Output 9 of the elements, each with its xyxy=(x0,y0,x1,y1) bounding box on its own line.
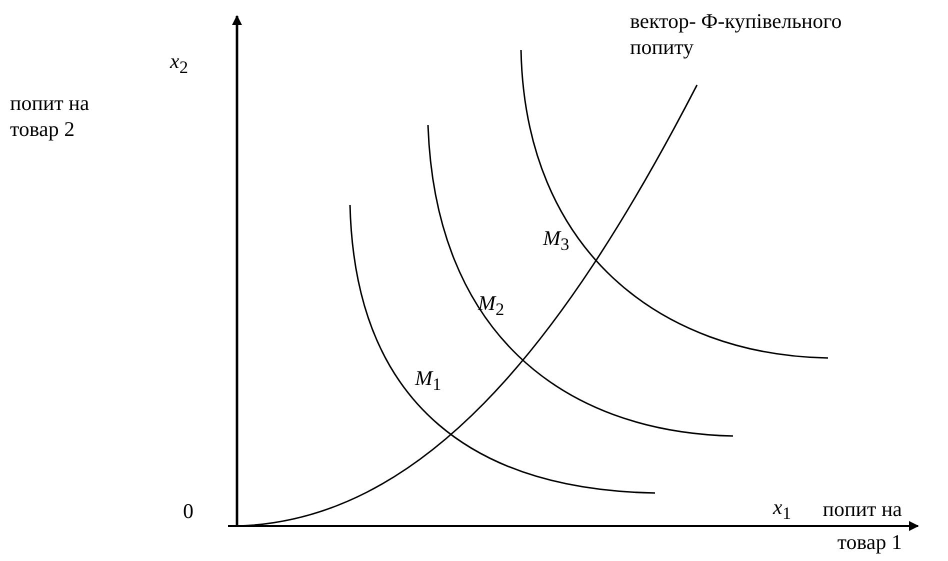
curve-label: M$_{2}$ xyxy=(478,290,506,322)
axis-title: попит на товар 1 xyxy=(822,496,902,556)
curve-label: M$_{3}$ xyxy=(543,225,570,256)
axis-title: попит на товар 2 xyxy=(10,90,90,142)
curve-label: вектор- Ф-купівельного попиту xyxy=(630,8,843,60)
origin-label: 0 xyxy=(183,498,194,524)
axis-label: x$_{1}$ xyxy=(773,494,792,526)
axis-label: x$_{2}$ xyxy=(170,48,190,80)
curve-label: M$_{1}$ xyxy=(415,365,442,396)
